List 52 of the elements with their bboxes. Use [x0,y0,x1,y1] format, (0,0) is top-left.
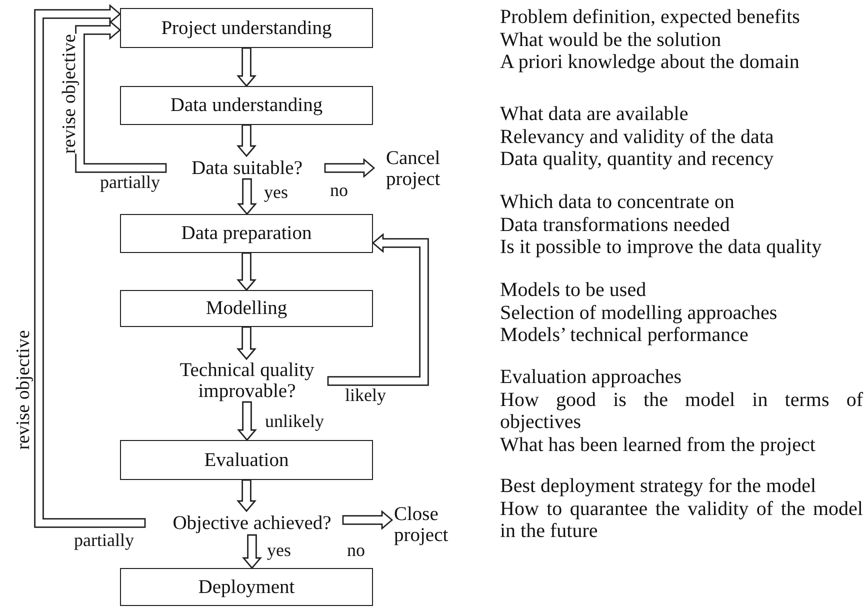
edge-label: revise objective [60,34,79,154]
process-box [120,86,373,125]
node-label: Data suitable? [192,158,302,178]
branch-label: partially [98,173,162,191]
hollow-arrow [327,232,429,386]
node-label: Evaluation [204,450,289,470]
note-text: Data transformations needed [500,214,731,236]
note-text: Evaluation approaches [500,366,683,388]
hollow-arrow [242,534,262,570]
hollow-arrow [236,401,258,442]
hollow-arrow [236,47,257,88]
edge-label: likely [343,386,388,404]
node-label: Data understanding [170,95,323,116]
hollow-arrow [236,178,258,216]
note-text: Which data to concentrate on [500,191,736,214]
hollow-arrow [236,124,257,158]
process-box [120,214,373,253]
process-box [120,568,373,606]
process-box [120,8,373,48]
hollow-arrow [342,510,394,530]
hollow-arrow [236,326,257,360]
node-label: Close project [394,504,450,546]
note-text: What would be the solution [500,28,722,51]
note-text: Models’ technical performance [500,324,750,346]
note-text: How good is the model in terms of objectives [500,388,863,434]
hollow-arrow [236,479,257,512]
node-label: Deployment [198,576,295,598]
edge-label: unlikely [263,412,326,430]
edge-label: revise objective [14,330,33,450]
process-box [120,440,373,480]
note-text: Problem definition, expected benefits [500,6,801,28]
node-label: Modelling [206,298,288,319]
note-text: Models to be used [500,279,648,302]
hollow-arrow [236,252,257,292]
node-label: Cancel project [386,148,442,190]
node-label: Technical quality improvable? [178,360,316,402]
note-text: Selection of modelling approaches [500,302,778,324]
note-text: Data quality, quantity and recency [500,148,775,170]
note-text: Is it possible to improve the data quality [500,236,823,258]
hollow-arrow [34,4,146,528]
note-text: How to quarantee the validity of the model in the future [500,498,863,542]
note-text: What has been learned from the project [500,434,816,456]
node-label: Project understanding [161,18,332,38]
branch-label: partially [72,531,136,549]
note-text: Best deployment strategy for the model [500,475,818,498]
node-label: Data preparation [181,223,312,244]
process-box [120,290,373,327]
node-label: Objective achieved? [172,512,332,534]
hollow-arrow [324,158,376,178]
note-text: What data are available [500,103,690,126]
note-text: Relevancy and validity of the data [500,126,775,148]
note-text: A priori knowledge about the domain [500,51,800,74]
